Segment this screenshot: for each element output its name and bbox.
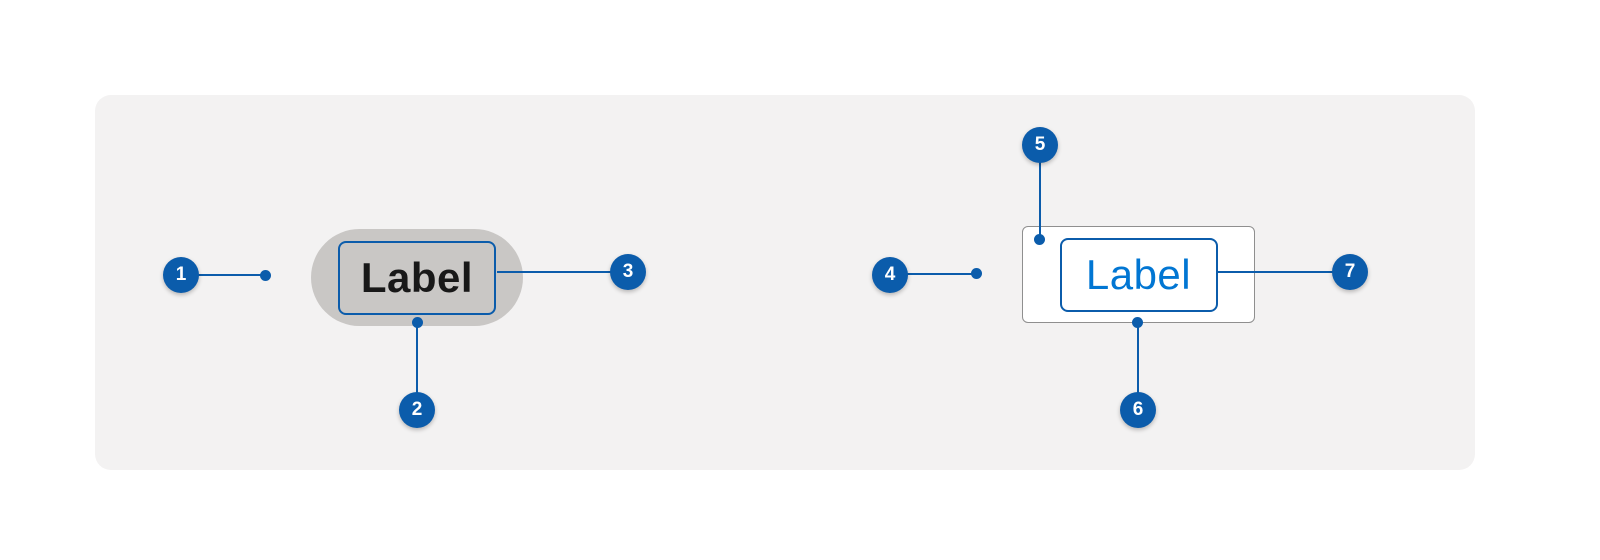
outline-button-focus-ring: Label	[1059, 237, 1218, 312]
callout-marker-6: 6	[1120, 392, 1156, 428]
callout-marker-1: 1	[163, 257, 199, 293]
callout-marker-3: 3	[610, 254, 646, 290]
connector-line-2	[416, 322, 418, 394]
callout-marker-7-number: 7	[1344, 261, 1356, 282]
connector-dot-4	[971, 268, 982, 279]
connector-dot-2	[412, 317, 423, 328]
connector-dot-6	[1132, 317, 1143, 328]
callout-marker-2: 2	[399, 392, 435, 428]
connector-dot-5	[1034, 234, 1045, 245]
callout-marker-2-number: 2	[411, 399, 423, 420]
callout-marker-4: 4	[872, 257, 908, 293]
filled-button-focus-ring: Label	[338, 240, 496, 315]
connector-line-1	[197, 274, 265, 276]
callout-marker-5-number: 5	[1034, 134, 1046, 155]
callout-marker-7: 7	[1332, 254, 1368, 290]
connector-line-7	[1218, 271, 1334, 273]
outline-button-example: Label	[1022, 226, 1255, 323]
callout-marker-1-number: 1	[175, 264, 187, 285]
filled-button-example: Label	[311, 229, 523, 326]
callout-marker-6-number: 6	[1132, 399, 1144, 420]
connector-line-6	[1137, 322, 1139, 394]
connector-line-5	[1039, 161, 1041, 237]
connector-line-3	[497, 271, 612, 273]
connector-dot-1	[260, 270, 271, 281]
callout-marker-5: 5	[1022, 127, 1058, 163]
filled-button-label: Label	[360, 253, 474, 301]
callout-marker-4-number: 4	[884, 264, 896, 285]
connector-line-4	[906, 273, 976, 275]
anatomy-panel	[95, 95, 1475, 470]
outline-button-label: Label	[1085, 250, 1192, 298]
callout-marker-3-number: 3	[622, 261, 634, 282]
